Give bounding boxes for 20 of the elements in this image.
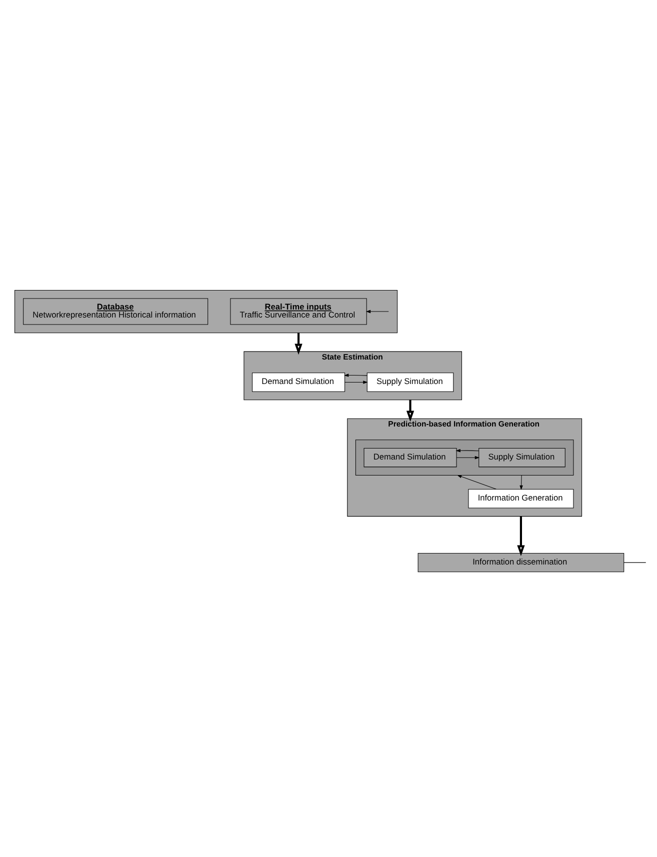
arrow — [406, 399, 414, 422]
arrow — [456, 455, 480, 459]
node-box: Database Networkrepresentation Historical information — [23, 298, 208, 324]
arrow — [456, 448, 480, 452]
node-box: Information Generation — [468, 488, 574, 508]
node-box: Demand Simulation — [364, 447, 457, 467]
arrow — [294, 332, 302, 354]
node-box: Supply Simulation — [478, 447, 566, 467]
node-box: Demand Simulation — [252, 372, 346, 392]
arrow — [456, 474, 497, 490]
arrow — [344, 373, 368, 376]
node-box: Information dissemination — [418, 552, 624, 572]
node-box: Real-Time inputs Traffic Surveillance and Control — [230, 298, 367, 324]
arrow — [517, 516, 525, 556]
node-box: Supply Simulation — [366, 372, 454, 392]
arrow — [344, 380, 368, 384]
arrow — [520, 474, 523, 490]
arrow — [366, 309, 389, 313]
cluster — [355, 439, 574, 476]
cluster — [14, 289, 398, 333]
